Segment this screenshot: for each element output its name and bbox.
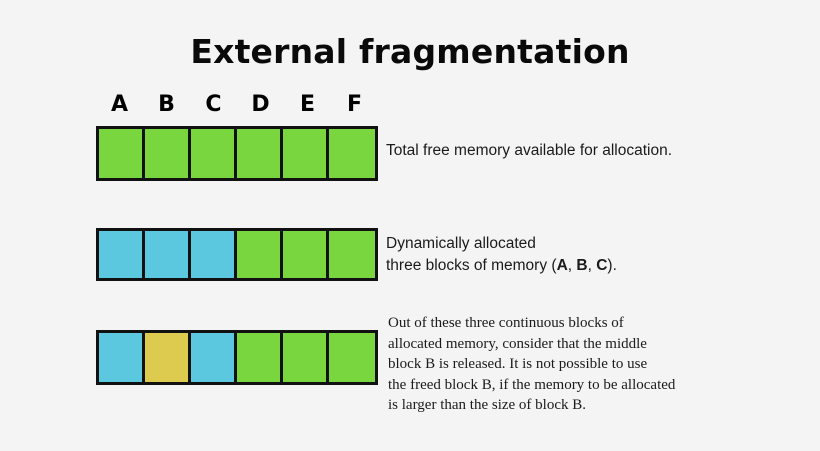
annotation-line: block B is released. It is not possible …	[388, 356, 648, 372]
annotation-line: Out of these three continuous blocks of	[388, 315, 624, 331]
block-label-f: F	[346, 92, 363, 117]
annotation-line: Total free memory available for allocati…	[386, 142, 673, 159]
annotation-block-a: A	[556, 257, 568, 274]
memory-cell-c	[191, 129, 238, 178]
memory-cell-b	[145, 333, 192, 382]
memory-row-allocated	[96, 228, 378, 281]
annotation-block-c: C	[596, 257, 608, 274]
memory-row-fragmented	[96, 330, 378, 385]
block-label-d: D	[251, 92, 270, 117]
annotation-text: three blocks of memory (	[386, 257, 557, 274]
page-title: External fragmentation	[190, 32, 630, 71]
memory-cell-d	[237, 231, 284, 278]
memory-row-free	[96, 126, 378, 181]
memory-cell-e	[283, 333, 330, 382]
annotation-free-memory: Total free memory available for allocati…	[386, 140, 672, 162]
annotation-sep: ,	[587, 257, 597, 274]
block-label-b: B	[158, 92, 175, 117]
memory-cell-e	[283, 231, 330, 278]
annotation-line: three blocks of memory (A, B, C).	[386, 255, 617, 277]
annotation-line: Dynamically allocated	[386, 235, 536, 252]
memory-cell-e	[283, 129, 330, 178]
annotation-text: ).	[607, 257, 617, 274]
annotation-fragmentation-explanation: Out of these three continuous blocks of …	[388, 313, 675, 416]
annotation-line: allocated memory, consider that the midd…	[388, 335, 647, 352]
annotation-line: is larger than the size of block B.	[388, 397, 587, 413]
memory-cell-f	[329, 129, 376, 178]
memory-cell-d	[237, 129, 284, 178]
block-label-e: E	[299, 92, 316, 117]
memory-cell-f	[329, 231, 376, 278]
memory-cell-b	[145, 231, 192, 278]
annotation-block-b: B	[576, 257, 588, 274]
annotation-line: the freed block B, if the memory to be a…	[388, 376, 676, 393]
memory-cell-b	[145, 129, 192, 178]
block-label-a: A	[110, 92, 129, 117]
memory-cell-a	[99, 129, 146, 178]
block-label-c: C	[205, 92, 222, 117]
memory-cell-a	[99, 231, 146, 278]
memory-cell-c	[191, 333, 238, 382]
memory-cell-a	[99, 333, 146, 382]
annotation-sep: ,	[567, 257, 577, 274]
block-label-row: A B C D E F	[96, 92, 378, 118]
memory-cell-c	[191, 231, 238, 278]
memory-cell-f	[329, 333, 376, 382]
memory-cell-d	[237, 333, 284, 382]
annotation-allocated-memory: Dynamically allocated three blocks of me…	[386, 233, 617, 277]
